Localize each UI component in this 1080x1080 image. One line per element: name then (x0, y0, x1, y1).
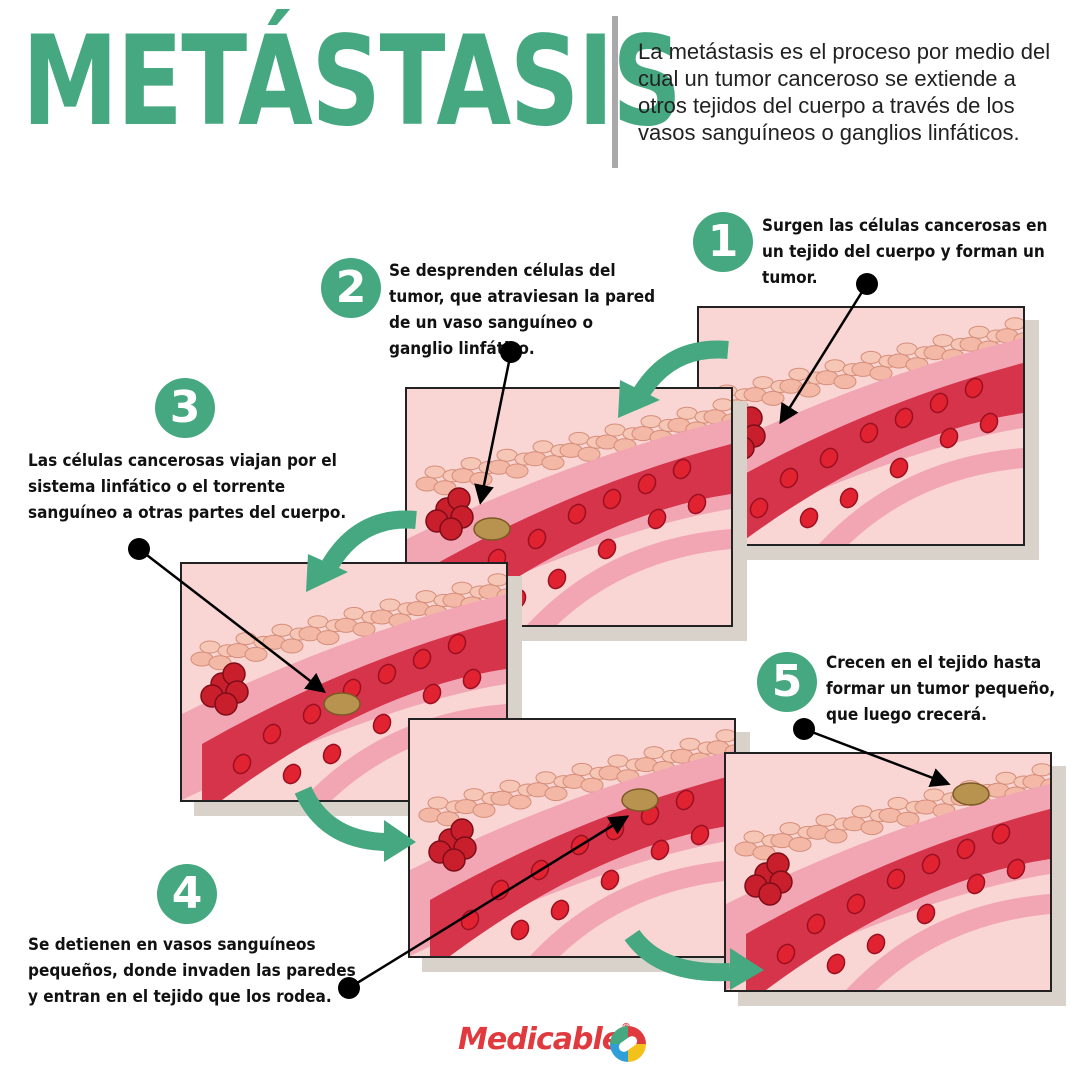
tumor (744, 852, 793, 906)
step-3-text: Las células cancerosas viajan por el sis… (28, 451, 347, 523)
cancer-cell (323, 692, 361, 716)
pointer-dot-3 (128, 538, 150, 560)
step-2-badge: 2 (321, 258, 381, 318)
page-title: METÁSTASIS (22, 10, 682, 154)
brand-logo-icon (610, 1026, 646, 1062)
red-blood-cells (232, 633, 482, 785)
step-3-badge: 3 (155, 378, 215, 438)
step-1-badge: 1 (693, 212, 753, 272)
brand-logo: Medicable® (458, 1022, 631, 1057)
step-1-text: Surgen las células cancerosas en un teji… (762, 216, 1048, 288)
brand-name: Medicable (458, 1022, 622, 1057)
vessel-branch (819, 448, 1023, 544)
red-blood-cells (776, 823, 1026, 975)
cancer-cell (621, 788, 659, 812)
panel-step-4 (408, 718, 736, 958)
panel-step-1 (697, 306, 1025, 546)
intro-text: La metástasis es el proceso por medio de… (638, 39, 1051, 145)
pointer-dot-2 (500, 341, 522, 363)
cancer-cell (952, 782, 990, 806)
title-divider (612, 16, 618, 168)
pointer-dot-5 (793, 718, 815, 740)
blood-vessel (746, 809, 1050, 990)
step-2-text: Se desprenden células del tumor, que atr… (389, 261, 656, 359)
flow-arrow-2-3 (322, 510, 417, 570)
step-4-badge: 4 (157, 864, 217, 924)
panel-step-5 (724, 752, 1052, 992)
blood-vessel (719, 363, 1023, 544)
vessel-branch (846, 894, 1050, 990)
step-5-text: Crecen en el tejido hasta formar un tumo… (826, 653, 1056, 725)
pointer-dot-4 (338, 977, 360, 999)
vessel-branch (527, 529, 731, 625)
step-4-text: Se detienen en vasos sanguíneos pequeños… (28, 935, 356, 1007)
tumor (425, 487, 474, 541)
cancer-cell (473, 517, 511, 541)
pointer-dot-1 (856, 273, 878, 295)
red-blood-cells (749, 377, 999, 529)
step-5-badge: 5 (757, 652, 817, 712)
